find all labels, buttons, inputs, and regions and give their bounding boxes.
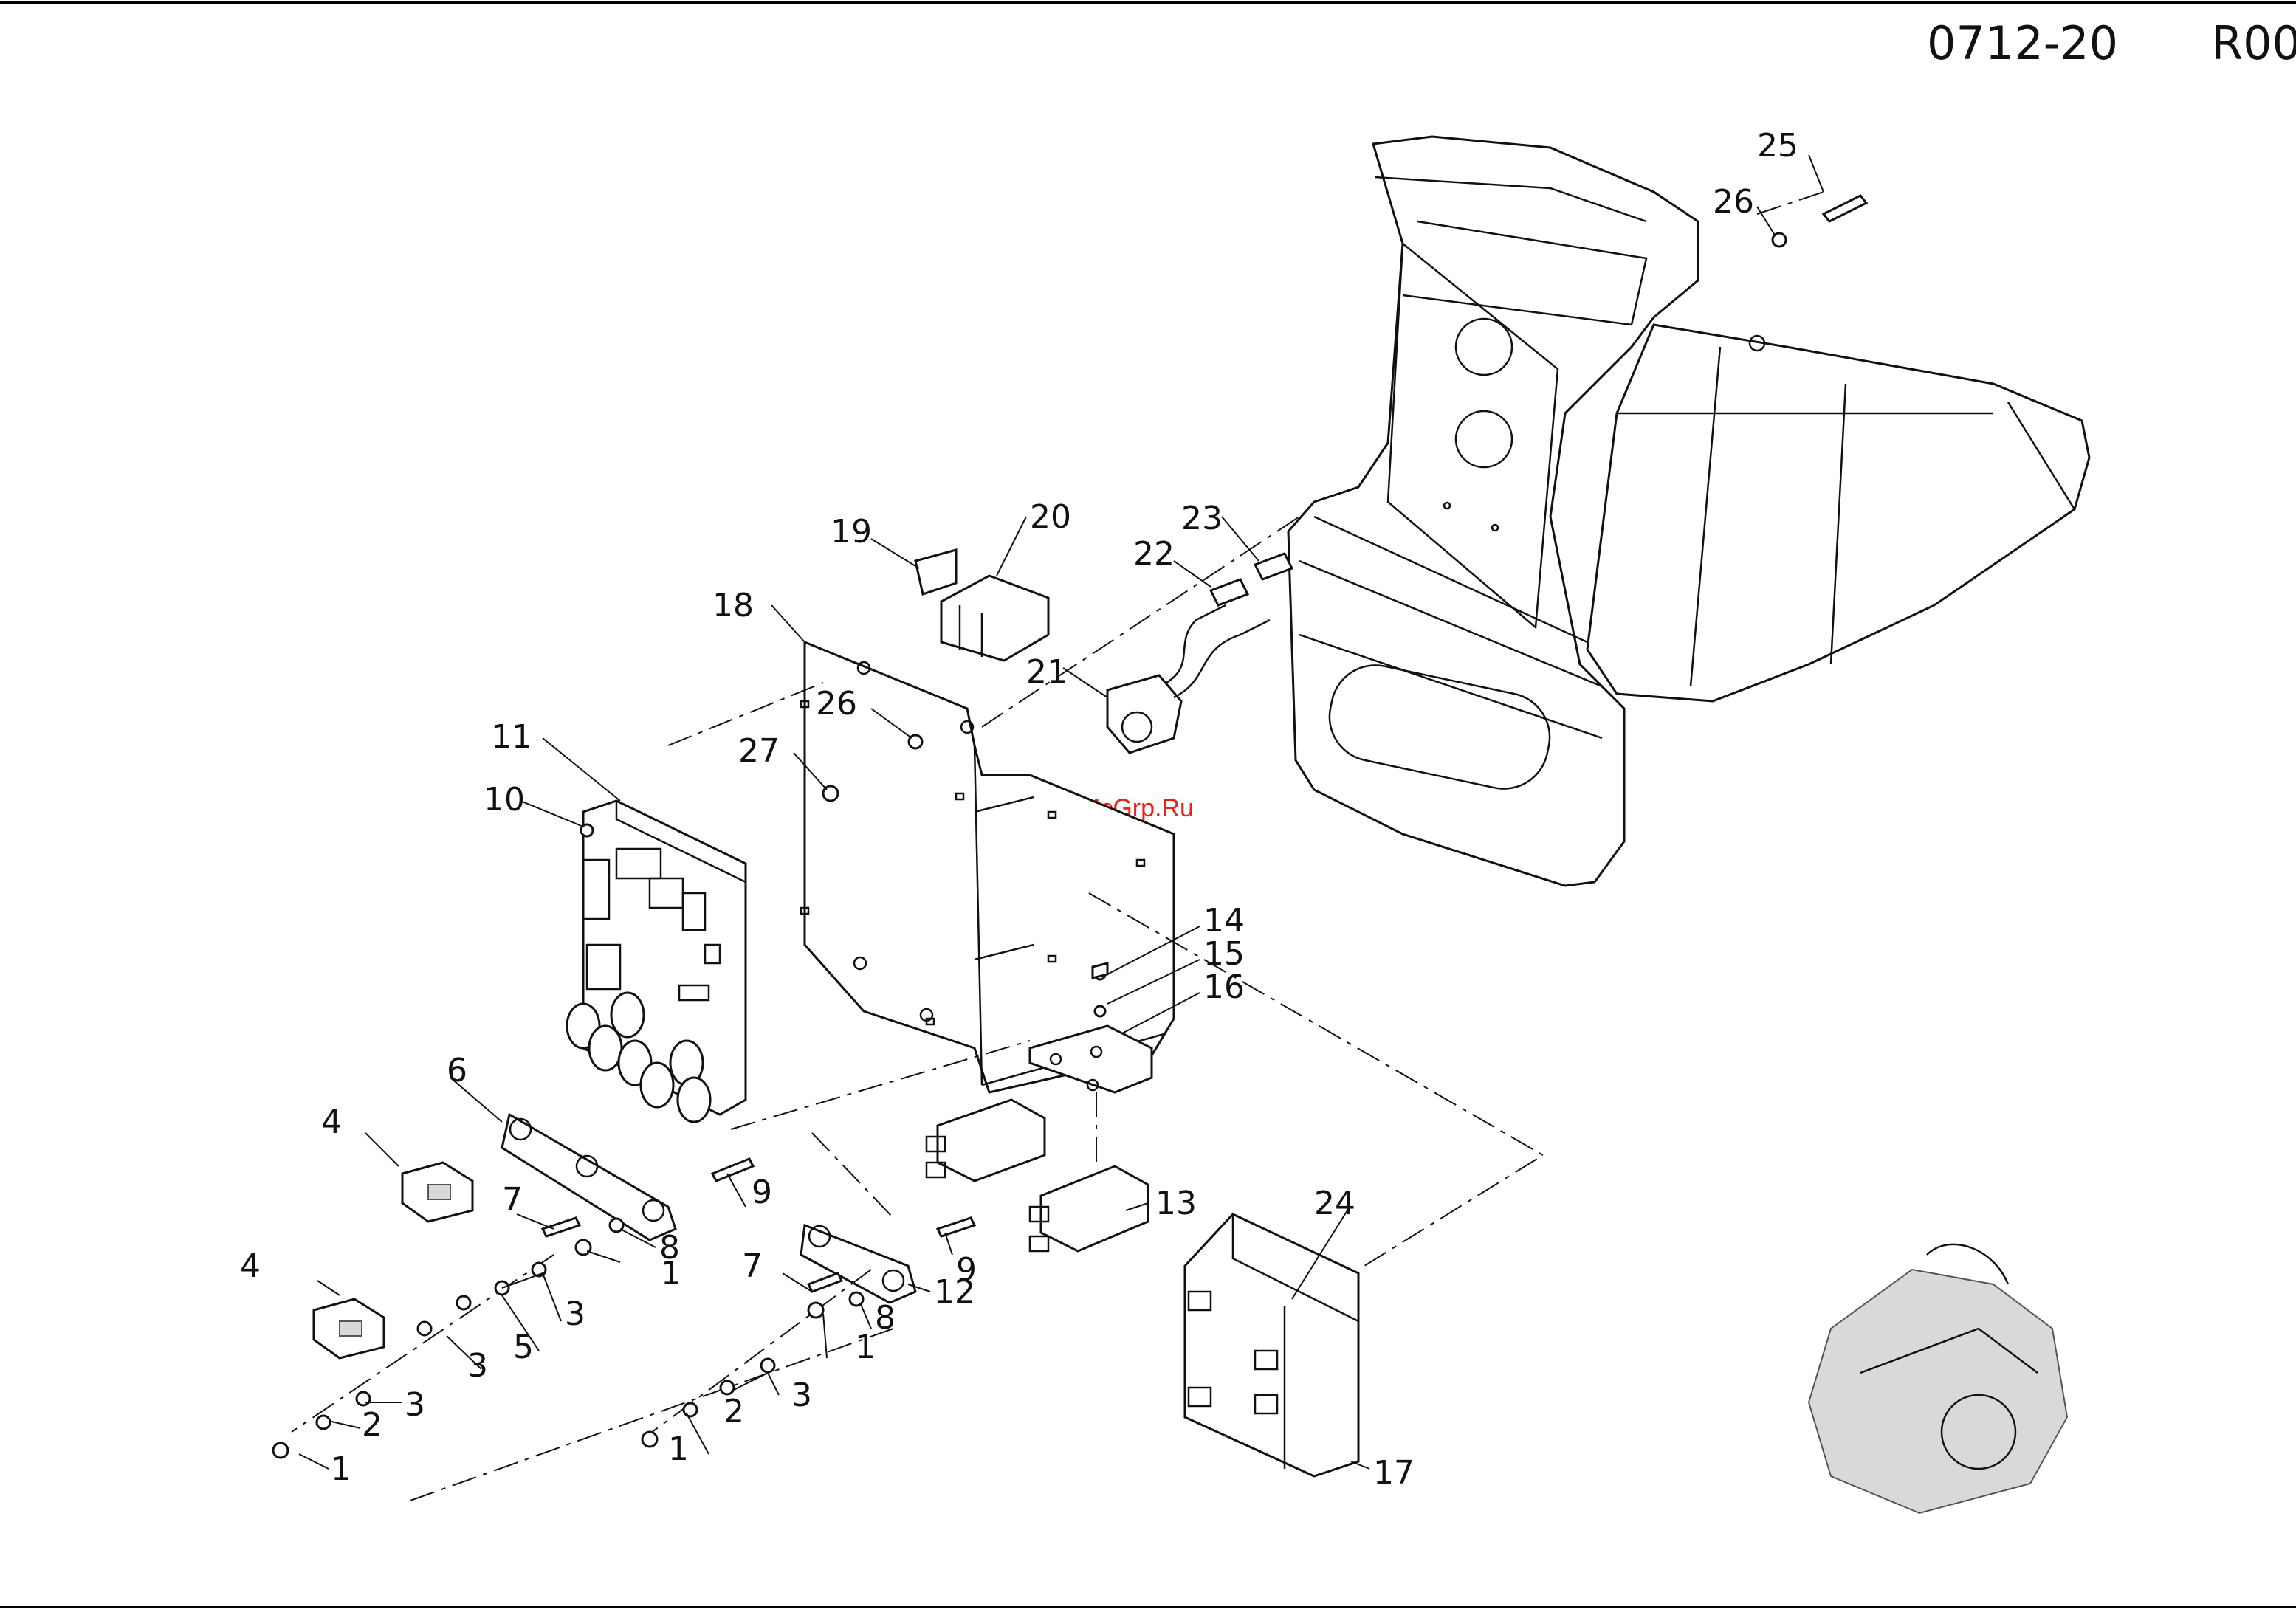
- callout-11: 11: [491, 718, 532, 756]
- callout-3: 3: [565, 1295, 585, 1333]
- callout-12: 12: [934, 1273, 975, 1311]
- callout-1: 1: [855, 1329, 876, 1366]
- electronic-board-11: [567, 801, 746, 1122]
- callout-26: 26: [816, 685, 857, 723]
- power-module-17: [1185, 1214, 1358, 1476]
- callout-26: 26: [1713, 183, 1754, 221]
- callout-3: 3: [405, 1386, 425, 1424]
- callout-16: 16: [1203, 968, 1245, 1006]
- callout-7: 7: [502, 1181, 523, 1219]
- contactor-13-upper: [927, 1100, 1045, 1181]
- callout-4: 4: [240, 1247, 261, 1285]
- callout-17: 17: [1373, 1454, 1415, 1492]
- console-housing: [1288, 137, 2089, 886]
- callout-15: 15: [1203, 935, 1245, 973]
- fuse-4-upper: [402, 1162, 472, 1222]
- busbar-6: [502, 1115, 676, 1240]
- callout-14: 14: [1203, 902, 1245, 940]
- callout-9: 9: [752, 1174, 772, 1211]
- callout-5: 5: [513, 1329, 534, 1366]
- callout-8: 8: [659, 1229, 680, 1267]
- callout-1: 1: [668, 1430, 689, 1468]
- callout-7: 7: [742, 1247, 763, 1285]
- callout-1: 1: [331, 1450, 351, 1488]
- relay-block-20: [941, 576, 1048, 661]
- fuse-4-lower: [314, 1299, 384, 1358]
- callout-3: 3: [467, 1347, 488, 1385]
- terminal-22: [1211, 579, 1248, 605]
- callout-24: 24: [1314, 1185, 1355, 1222]
- callout-27: 27: [738, 732, 780, 770]
- callout-25: 25: [1757, 127, 1798, 165]
- callout-4: 4: [321, 1103, 342, 1141]
- callout-18: 18: [712, 587, 754, 624]
- callout-6: 6: [447, 1052, 467, 1089]
- callout-19: 19: [831, 513, 872, 551]
- callout-3: 3: [791, 1377, 812, 1414]
- machine-thumbnail: [1809, 1244, 2067, 1513]
- busbar-12: [801, 1225, 915, 1303]
- callout-20: 20: [1030, 498, 1071, 536]
- callout-2: 2: [723, 1393, 744, 1430]
- callout-10: 10: [484, 781, 525, 819]
- callout-21: 21: [1026, 653, 1068, 691]
- callout-8: 8: [875, 1299, 896, 1337]
- terminal-23: [1255, 554, 1292, 579]
- callout-13: 13: [1155, 1185, 1197, 1222]
- callout-2: 2: [362, 1406, 382, 1444]
- callout-22: 22: [1133, 535, 1175, 573]
- callout-23: 23: [1181, 500, 1223, 537]
- relay-clip-19: [915, 550, 956, 594]
